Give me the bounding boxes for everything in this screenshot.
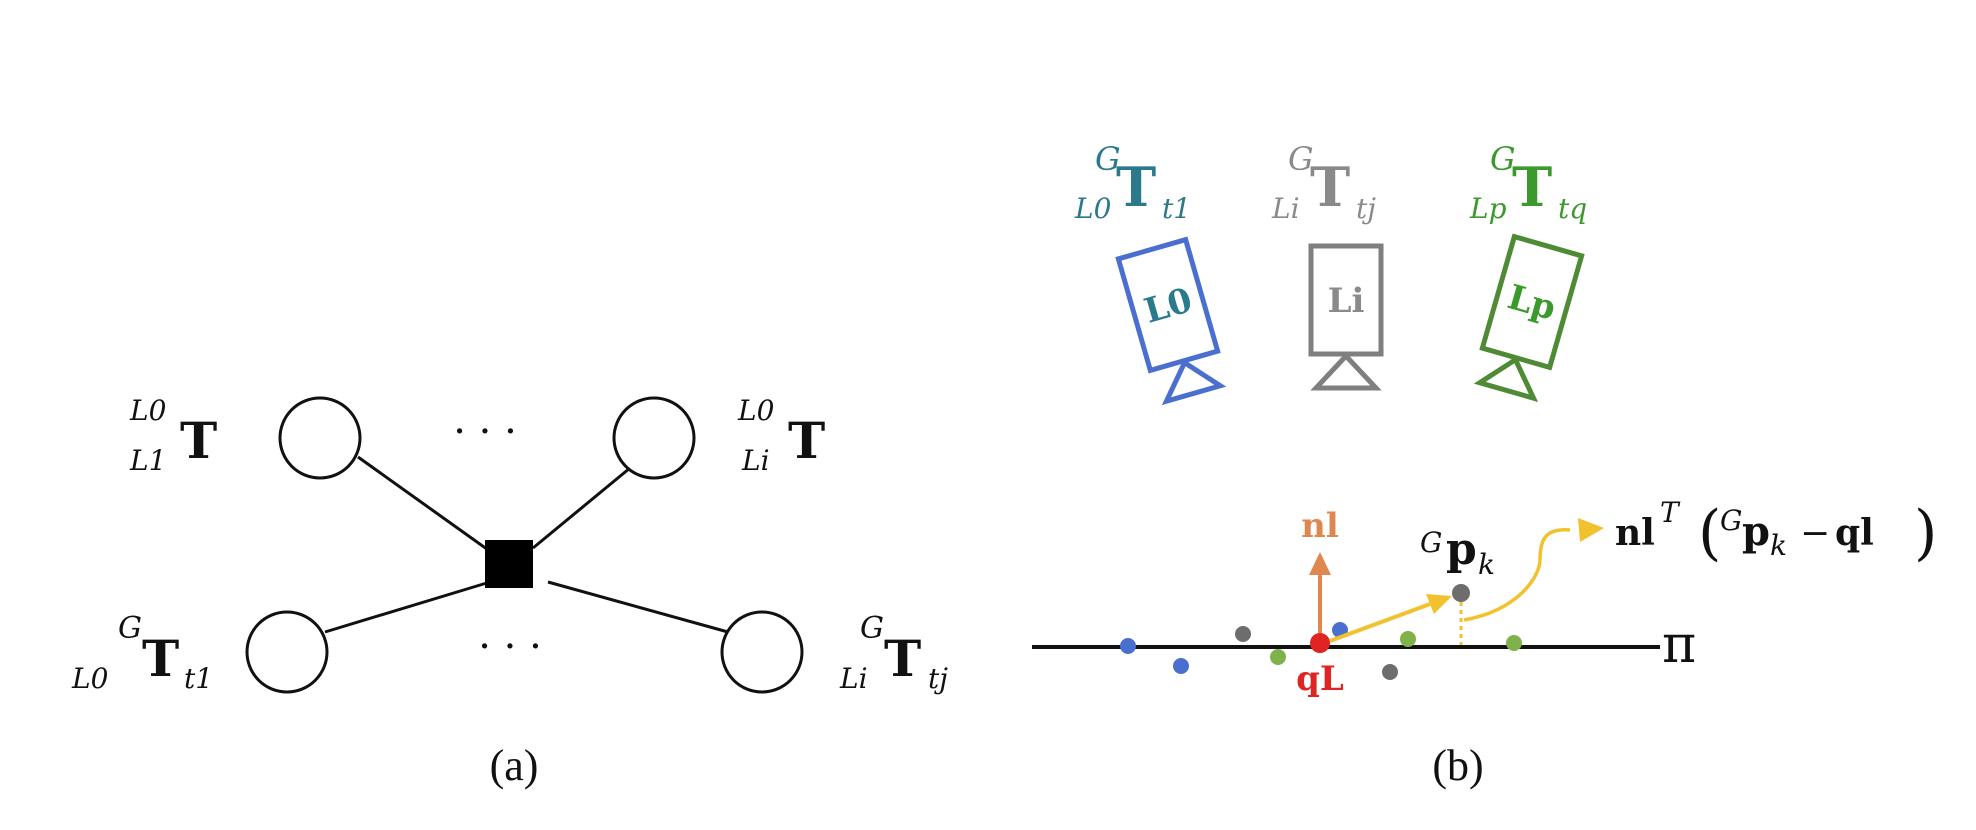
svg-text:G: G bbox=[118, 611, 142, 646]
edge-bottom-left bbox=[324, 580, 491, 634]
point bbox=[1235, 626, 1251, 642]
svg-text:T: T bbox=[884, 629, 921, 688]
point bbox=[1270, 649, 1286, 665]
point bbox=[1506, 635, 1522, 651]
svg-text:G: G bbox=[1420, 526, 1442, 559]
svg-text:L0: L0 bbox=[737, 394, 774, 427]
ellipsis-top: · · · bbox=[453, 409, 517, 455]
panel-b: G L0 T t1 G Li T tj G Lp T tq L0 bbox=[1032, 140, 1937, 790]
lidar-frame-lp: Lp bbox=[1473, 233, 1585, 403]
lidar-frame-li: Li bbox=[1308, 243, 1384, 391]
svg-text:G: G bbox=[1720, 504, 1742, 537]
point bbox=[1120, 638, 1136, 654]
caption-b: (b) bbox=[1432, 741, 1483, 790]
pose-label-l0: G L0 T t1 bbox=[1074, 140, 1191, 225]
point-pk bbox=[1452, 584, 1470, 602]
panel-a: · · · · · · L0 L1 T L0 Li T G L0 T t1 G … bbox=[71, 394, 948, 790]
label-bottom-right: G Li T tj bbox=[839, 611, 948, 695]
variable-node-bottom-left bbox=[245, 610, 329, 694]
normal-arrow: nl bbox=[1301, 506, 1339, 640]
svg-text:−: − bbox=[1800, 513, 1830, 554]
svg-text:nl: nl bbox=[1615, 512, 1655, 554]
svg-text:t1: t1 bbox=[1162, 192, 1191, 225]
svg-text:T: T bbox=[142, 629, 179, 688]
svg-text:t1: t1 bbox=[184, 662, 213, 695]
svg-text:T: T bbox=[180, 411, 217, 470]
residual-arrow bbox=[1463, 518, 1604, 622]
svg-text:G: G bbox=[860, 611, 884, 646]
point bbox=[1382, 664, 1398, 680]
svg-text:Li: Li bbox=[1271, 192, 1300, 225]
svg-text:p: p bbox=[1742, 508, 1770, 555]
edge-bottom-right bbox=[547, 580, 729, 634]
svg-text:L0: L0 bbox=[1074, 192, 1111, 225]
svg-text:k: k bbox=[1770, 529, 1787, 562]
label-bottom-left: G L0 T t1 bbox=[71, 611, 213, 695]
edge-top-left bbox=[357, 455, 506, 564]
svg-text:tj: tj bbox=[1356, 192, 1376, 225]
variable-node-bottom-right bbox=[720, 610, 804, 694]
point bbox=[1173, 658, 1189, 674]
svg-text:G: G bbox=[1095, 140, 1121, 178]
residual-expression: nl T ( G p k − ql ) bbox=[1615, 496, 1937, 568]
svg-text:T: T bbox=[1310, 155, 1350, 219]
vector-q-to-p bbox=[1329, 594, 1452, 643]
svg-text:Li: Li bbox=[741, 444, 770, 477]
point-pk-label: G p k bbox=[1420, 524, 1495, 581]
lidar-label-l0: L0 bbox=[1140, 280, 1197, 332]
svg-text:): ) bbox=[1914, 498, 1937, 568]
svg-text:ql: ql bbox=[1835, 512, 1874, 554]
label-top-left: L0 L1 T bbox=[129, 394, 217, 477]
svg-text:tj: tj bbox=[928, 662, 948, 695]
svg-text:p: p bbox=[1446, 524, 1477, 575]
svg-text:T: T bbox=[1116, 155, 1156, 219]
svg-text:T: T bbox=[788, 411, 825, 470]
variable-node-top-left bbox=[278, 396, 362, 480]
lidar-frame-l0: L0 bbox=[1115, 236, 1227, 406]
edge-top-right bbox=[532, 466, 631, 550]
factor-node bbox=[485, 540, 533, 588]
point bbox=[1400, 631, 1416, 647]
svg-text:k: k bbox=[1478, 548, 1495, 581]
svg-text:L0: L0 bbox=[129, 394, 166, 427]
svg-text:G: G bbox=[1288, 140, 1314, 178]
point-cloud bbox=[1120, 622, 1522, 680]
pose-label-lp: G Lp T tq bbox=[1469, 140, 1587, 225]
svg-text:T: T bbox=[1512, 155, 1552, 219]
plane-label: π bbox=[1662, 615, 1696, 675]
svg-text:Li: Li bbox=[839, 662, 868, 695]
plane-point bbox=[1310, 633, 1330, 653]
lidar-label-lp: Lp bbox=[1503, 277, 1560, 329]
svg-text:T: T bbox=[1660, 496, 1681, 529]
svg-text:G: G bbox=[1490, 140, 1516, 178]
svg-text:(: ( bbox=[1698, 498, 1721, 568]
svg-text:Lp: Lp bbox=[1469, 192, 1507, 225]
svg-text:tq: tq bbox=[1558, 192, 1587, 225]
variable-node-top-right bbox=[612, 396, 696, 480]
svg-text:L1: L1 bbox=[129, 444, 166, 477]
caption-a: (a) bbox=[490, 741, 539, 790]
plane-point-label: qL bbox=[1296, 659, 1344, 699]
label-top-right: L0 Li T bbox=[737, 394, 825, 477]
lidar-label-li: Li bbox=[1328, 281, 1365, 321]
normal-label: nl bbox=[1301, 506, 1339, 546]
pose-label-li: G Li T tj bbox=[1271, 140, 1376, 225]
ellipsis-bottom: · · · bbox=[478, 624, 542, 670]
svg-text:L0: L0 bbox=[71, 662, 108, 695]
